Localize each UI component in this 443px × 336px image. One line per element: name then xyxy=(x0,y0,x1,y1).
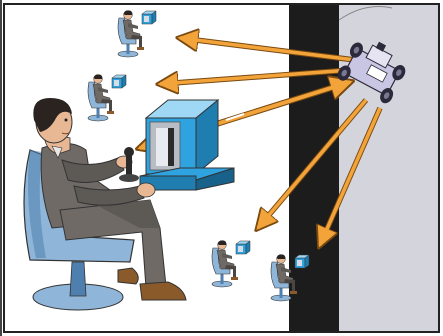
arrow-icon xyxy=(318,107,382,246)
joystick-icon xyxy=(119,147,139,182)
left-edge xyxy=(0,0,2,336)
arrow-icon xyxy=(256,98,368,230)
frame-border xyxy=(3,3,440,333)
arrow-gap xyxy=(225,113,245,121)
robot-tether-line xyxy=(338,6,393,21)
robot-rover-icon xyxy=(337,41,406,104)
computer-terminal-icon xyxy=(139,98,235,191)
main-operator-icon xyxy=(23,98,187,311)
arrow-icon xyxy=(179,36,356,62)
